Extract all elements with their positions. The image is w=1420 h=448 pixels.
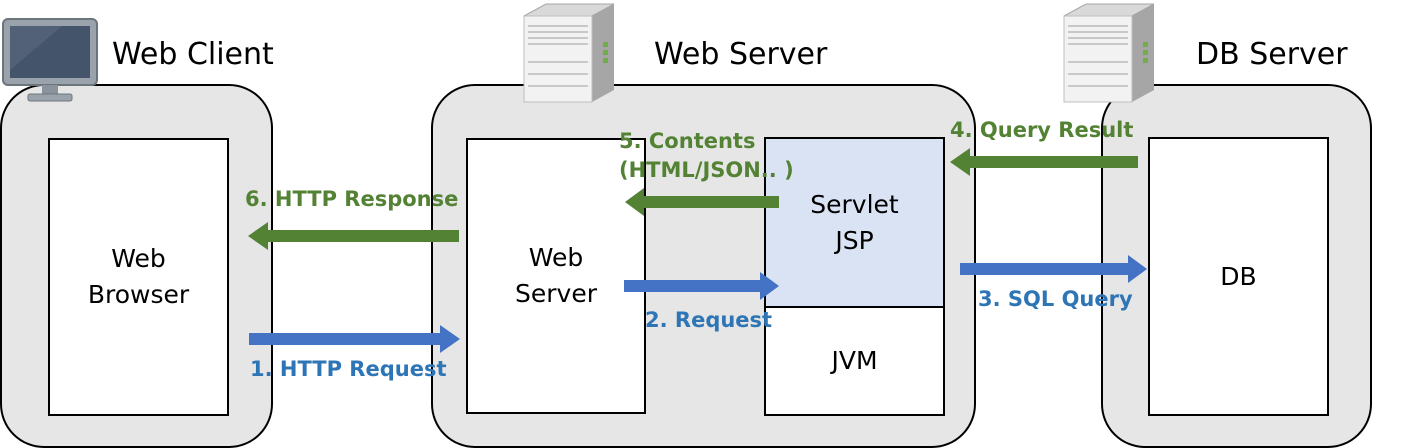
query-result-arrow (950, 148, 1138, 176)
step-3-label: 3. SQL Query (978, 287, 1133, 311)
step-1-label: 1. HTTP Request (250, 357, 447, 381)
step-2-label: 2. Request (645, 308, 773, 332)
step-6-label: 6. HTTP Response (245, 187, 459, 211)
http-response-arrow (248, 222, 459, 250)
web-client-title: Web Client (112, 37, 274, 72)
servlet-jsp-box: Servlet JSP (764, 137, 945, 308)
contents-arrow (625, 188, 779, 216)
sql-query-arrow (960, 255, 1147, 283)
request-arrow (624, 272, 779, 300)
web-browser-box: Web Browser (48, 138, 229, 416)
db-server-title: DB Server (1196, 37, 1348, 72)
db-box: DB (1148, 137, 1329, 416)
monitor-icon (2, 18, 98, 102)
jvm-box: JVM (764, 306, 945, 416)
http-request-arrow (249, 325, 460, 353)
step-5-label: 5. Contents (HTML/JSON.. ) (619, 129, 794, 182)
server-tower-icon (1063, 3, 1155, 103)
server-tower-icon (523, 3, 615, 103)
web-server-box: Web Server (466, 138, 646, 414)
web-server-title: Web Server (654, 37, 828, 72)
step-4-label: 4. Query Result (950, 118, 1134, 142)
